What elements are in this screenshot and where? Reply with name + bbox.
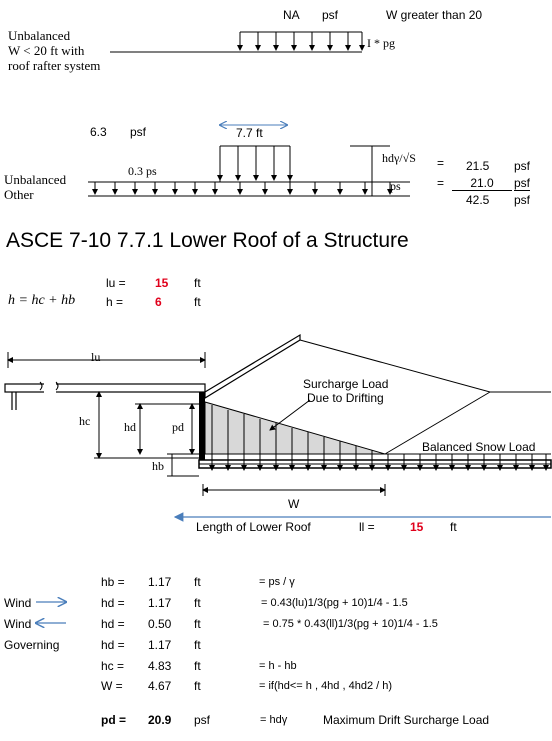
calc-value: 4.67 — [148, 679, 172, 693]
ipg-label: I * pg — [367, 36, 395, 50]
eq-2: = — [437, 176, 445, 190]
calc-unit: ft — [194, 638, 201, 652]
w-greater-label: W greater than 20 — [386, 8, 483, 22]
diagram-pd: pd — [172, 420, 184, 434]
unit-42-5: psf — [514, 193, 531, 207]
surcharge-line-2: Due to Drifting — [307, 391, 384, 405]
unbalanced-line-1: Unbalanced — [8, 28, 71, 43]
surcharge-line-1: Surcharge Load — [303, 377, 389, 391]
result-unit: psf — [194, 713, 211, 727]
ll-value: 15 — [410, 520, 424, 534]
unit-21-5: psf — [514, 159, 531, 173]
h-formula: h = hc + hb — [8, 293, 76, 308]
hd-gamma-label: hdγ/√S — [382, 151, 416, 165]
diagram-hc: hc — [79, 414, 91, 428]
value-21-0: 21.0 — [452, 176, 512, 191]
other-label: Other — [4, 187, 34, 202]
value-21-5: 21.5 — [466, 159, 490, 173]
result-var: pd = — [101, 713, 127, 727]
calc-unit: ft — [194, 659, 201, 673]
calc-value: 1.17 — [148, 575, 172, 589]
diagram-lu: lu — [91, 350, 101, 364]
diagram-w: W — [288, 497, 300, 511]
calc-value: 0.50 — [148, 617, 172, 631]
eq-1: = — [437, 156, 445, 170]
label-0-3ps: 0.3 ps — [128, 164, 157, 178]
na-label: NA — [283, 8, 300, 22]
psf-label: psf — [322, 8, 339, 22]
calc-formula: = if(hd<= h , 4hd , 4hd2 / h) — [259, 680, 393, 692]
lu-value: 15 — [155, 276, 169, 290]
calc-unit: ft — [194, 617, 201, 631]
result-note: Maximum Drift Surcharge Load — [323, 713, 490, 727]
value-42-5: 42.5 — [466, 193, 490, 207]
diagram-hb: hb — [152, 459, 164, 473]
unbalanced-line-3: roof rafter system — [8, 58, 101, 73]
calc-side: Governing — [4, 638, 60, 652]
calc-formula: = 0.75 * 0.43(ll)1/3(pg + 10)1/4 - 1.5 — [263, 618, 438, 630]
calc-formula: = ps / γ — [259, 576, 295, 588]
diagram-hd: hd — [124, 420, 136, 434]
unit-21-0: psf — [514, 176, 531, 191]
h-value: 6 — [155, 295, 162, 309]
balanced-snow-load: Balanced Snow Load — [422, 440, 536, 454]
calc-var: W = — [101, 679, 123, 693]
result-formula: = hdγ — [260, 714, 288, 726]
calc-formula: = h - hb — [259, 660, 297, 672]
ll-label: ll = — [359, 520, 375, 534]
calc-side: Wind — [4, 617, 32, 631]
dim-7-7: 7.7 ft — [236, 126, 263, 140]
lu-label: lu = — [106, 276, 126, 290]
calc-value: 4.83 — [148, 659, 172, 673]
calc-unit: ft — [194, 679, 201, 693]
calc-var: hd = — [101, 617, 125, 631]
ll-unit: ft — [450, 520, 457, 534]
calc-value: 1.17 — [148, 596, 172, 610]
unit-6-3: psf — [130, 125, 147, 139]
calc-var: hd = — [101, 638, 125, 652]
length-lower-roof: Length of Lower Roof — [196, 520, 311, 534]
calc-unit: ft — [194, 575, 201, 589]
result-value: 20.9 — [148, 713, 172, 727]
calc-side: Wind — [4, 596, 32, 610]
value-6-3: 6.3 — [90, 125, 107, 139]
calc-unit: ft — [194, 596, 201, 610]
lu-unit: ft — [194, 276, 201, 290]
page-title: ASCE 7-10 7.7.1 Lower Roof of a Structur… — [6, 229, 409, 252]
h-unit: ft — [194, 295, 201, 309]
unbalanced-line-2: W < 20 ft with — [8, 43, 85, 58]
calc-var: hd = — [101, 596, 125, 610]
calc-value: 1.17 — [148, 638, 172, 652]
calc-var: hc = — [101, 659, 125, 673]
h-label: h = — [106, 295, 124, 309]
calc-formula: = 0.43(lu)1/3(pg + 10)1/4 - 1.5 — [261, 597, 408, 609]
unbalanced-label: Unbalanced — [4, 172, 67, 187]
calc-var: hb = — [101, 575, 125, 589]
ps-label: ps — [390, 179, 401, 193]
